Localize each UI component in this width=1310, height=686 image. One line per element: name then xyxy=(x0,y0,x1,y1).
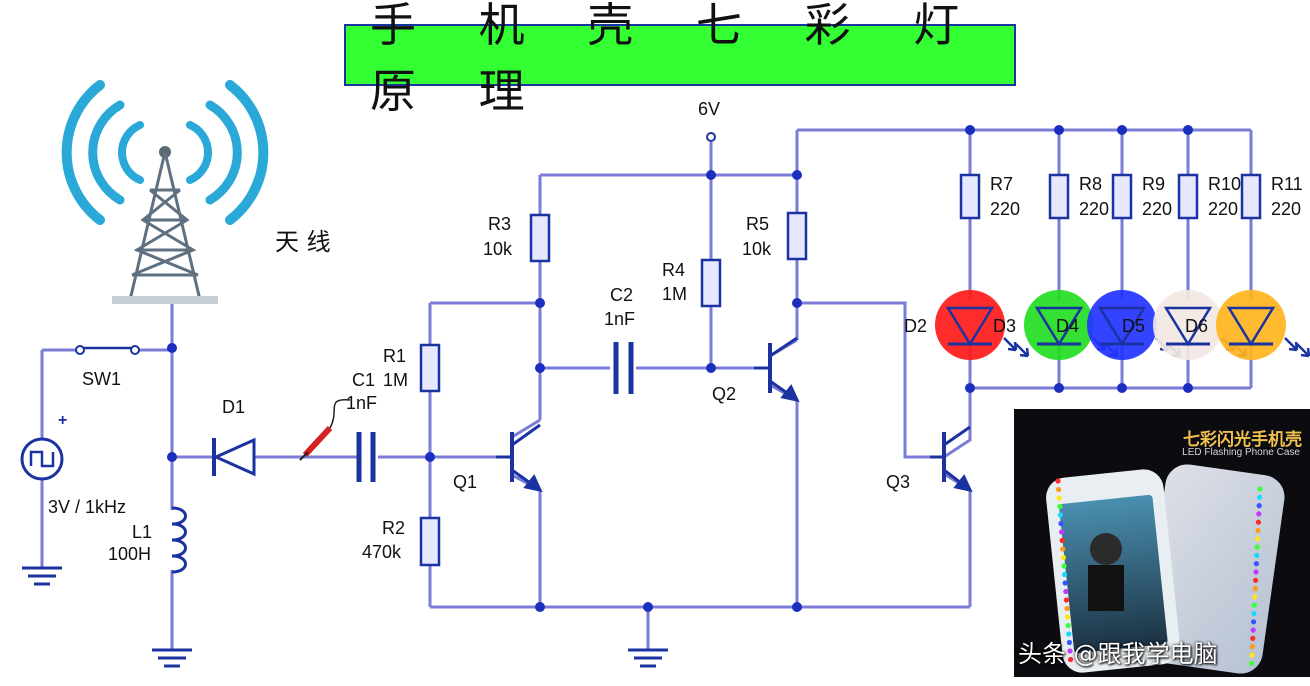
supply-label: 6V xyxy=(698,99,720,119)
d1-label: D1 xyxy=(222,397,245,417)
r4-value: 1M xyxy=(662,284,687,304)
supply-terminal xyxy=(706,132,716,142)
led-resistor-name: R9 xyxy=(1142,174,1165,194)
led-resistor-value: 220 xyxy=(1208,199,1238,219)
c2-value: 1nF xyxy=(604,309,635,329)
led-resistor-name: R10 xyxy=(1208,174,1241,194)
antenna-icon xyxy=(61,80,269,304)
r2-value: 470k xyxy=(362,542,402,562)
svg-text:+: + xyxy=(58,412,67,429)
title-banner: 手 机 壳 七 彩 灯 原 理 xyxy=(344,0,1016,118)
led-resistor-value: 220 xyxy=(990,199,1020,219)
source-value: 3V / 1kHz xyxy=(48,497,126,517)
resistor-r10 xyxy=(1177,173,1199,220)
led-resistor-value: 220 xyxy=(1142,199,1172,219)
led-resistor-value: 220 xyxy=(1271,199,1301,219)
c1-value: 1nF xyxy=(346,393,377,413)
probe-icon xyxy=(299,399,351,461)
led-label-d4: D4 xyxy=(1056,316,1079,336)
capacitor-c1 xyxy=(356,432,376,482)
led-resistor-name: R11 xyxy=(1271,174,1303,194)
watermark: 头条 @跟我学电脑 xyxy=(1018,640,1218,668)
r3-value: 10k xyxy=(483,239,513,259)
led-label-d6: D6 xyxy=(1185,316,1208,336)
photo-subtitle: LED Flashing Phone Case xyxy=(1182,447,1300,458)
l1-value: 100H xyxy=(108,544,151,564)
r5-name: R5 xyxy=(746,214,769,234)
q2-label: Q2 xyxy=(712,384,736,404)
inductor-l1 xyxy=(164,506,187,574)
led-resistor-name: R7 xyxy=(990,174,1013,194)
resistor-r2 xyxy=(419,516,441,567)
led-d2: D2 xyxy=(904,290,1030,360)
resistor-r3 xyxy=(529,213,551,263)
led-label-d5: D5 xyxy=(1122,316,1145,336)
led-label-d2: D2 xyxy=(904,316,927,336)
switch-label: SW1 xyxy=(82,369,121,389)
transistor-q3 xyxy=(930,425,973,493)
r3-name: R3 xyxy=(488,214,511,234)
r5-value: 10k xyxy=(742,239,772,259)
transistor-q1 xyxy=(496,423,543,493)
led-resistor-name: R8 xyxy=(1079,174,1102,194)
led-resistor-value: 220 xyxy=(1079,199,1109,219)
product-photo: 七彩闪光手机壳 LED Flashing Phone Case 头条 @跟我学电… xyxy=(1014,409,1310,677)
transistor-q2 xyxy=(754,336,800,403)
c1-name: C1 xyxy=(352,370,375,390)
ac-source-icon: + xyxy=(20,412,67,481)
junction-nodes xyxy=(167,125,1193,612)
resistor-bodies xyxy=(419,173,1262,567)
resistor-r5 xyxy=(786,211,808,261)
led-array: D2 D3 D4 D5 D6 xyxy=(904,290,1310,360)
led-d6: D6 xyxy=(1185,290,1310,360)
page-title: 手 机 壳 七 彩 灯 原 理 xyxy=(370,0,984,118)
resistor-r8 xyxy=(1048,173,1070,220)
l1-name: L1 xyxy=(132,522,152,542)
diode-d1 xyxy=(212,437,256,477)
switch-sw1[interactable] xyxy=(75,345,140,355)
antenna-label: 天 线 xyxy=(275,228,331,256)
r1-name: R1 xyxy=(383,346,406,366)
r1-value: 1M xyxy=(383,370,408,390)
resistor-r9 xyxy=(1111,173,1133,220)
c2-name: C2 xyxy=(610,285,633,305)
resistor-r7 xyxy=(959,173,981,220)
ground-icon xyxy=(22,566,668,668)
r2-name: R2 xyxy=(382,518,405,538)
q3-label: Q3 xyxy=(886,472,910,492)
led-label-d3: D3 xyxy=(993,316,1016,336)
resistor-r4 xyxy=(700,258,722,308)
led-resistor-labels: R7 220 R8 220 R9 220 R10 220 R11 220 xyxy=(990,174,1303,219)
phone-case-image xyxy=(1046,464,1285,674)
r4-name: R4 xyxy=(662,260,685,280)
led-d5: D5 xyxy=(1122,290,1248,360)
capacitor-c2 xyxy=(613,342,634,394)
resistor-r11 xyxy=(1240,173,1262,220)
resistor-r1 xyxy=(419,343,441,393)
q1-label: Q1 xyxy=(453,472,477,492)
photo-title: 七彩闪光手机壳 xyxy=(1183,430,1302,450)
